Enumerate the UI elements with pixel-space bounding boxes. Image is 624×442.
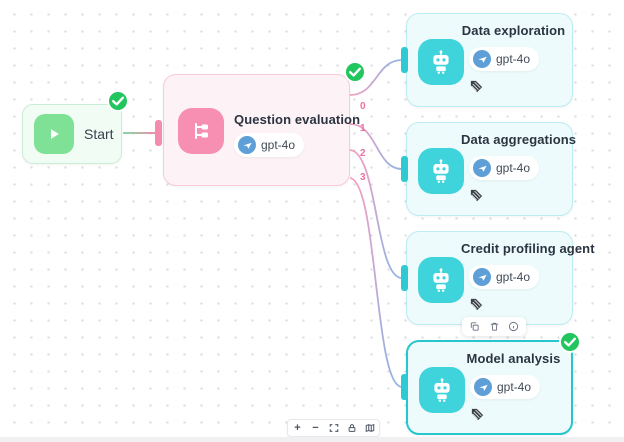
agent-node-title: Data exploration [461, 23, 566, 38]
play-icon [34, 114, 74, 154]
success-badge [106, 89, 130, 113]
minimap-button[interactable] [364, 422, 375, 434]
node-start[interactable]: Start [22, 104, 122, 164]
classifier-icon [178, 108, 224, 154]
robot-icon [418, 39, 464, 85]
fit-view-button[interactable] [328, 422, 339, 434]
agent-node-title: Model analysis [466, 351, 561, 366]
lock-button[interactable] [346, 422, 357, 434]
edge-port1-to-data-aggregations [349, 123, 403, 170]
robot-icon [418, 257, 464, 303]
tools-tag-icon[interactable] [469, 297, 485, 313]
model-name: gpt-4o [261, 138, 296, 152]
node-action-toolbar [462, 317, 526, 336]
duplicate-button[interactable] [468, 320, 481, 333]
node-model-analysis[interactable]: Model analysis gpt-4o [406, 340, 573, 435]
tools-tag-icon[interactable] [469, 79, 485, 95]
model-provider-icon [473, 159, 491, 177]
model-pill[interactable]: gpt-4o [469, 265, 540, 289]
model-name: gpt-4o [496, 52, 531, 66]
node-data-exploration[interactable]: Data exploration gpt-4o [406, 13, 573, 107]
output-port-2[interactable]: 2 [360, 148, 366, 159]
tools-tag-icon[interactable] [469, 188, 485, 204]
model-provider-icon [474, 378, 492, 396]
node-data-aggregations[interactable]: Data aggregations gpt-4o [406, 122, 577, 216]
tools-tag-icon[interactable] [470, 407, 486, 423]
model-provider-icon [473, 268, 491, 286]
node-credit-profiling-agent[interactable]: Credit profiling agent gpt-4o [406, 231, 595, 325]
model-pill[interactable]: gpt-4o [234, 133, 305, 157]
agent-node-title: Credit profiling agent [461, 241, 595, 256]
model-name: gpt-4o [497, 380, 532, 394]
agent-input-handle[interactable] [401, 374, 408, 400]
edge-port2-to-credit-profiling [349, 149, 403, 279]
agent-input-handle[interactable] [401, 156, 408, 182]
node-question-evaluation[interactable]: Question evaluation gpt-4o [163, 74, 360, 186]
model-pill[interactable]: gpt-4o [470, 375, 541, 399]
success-badge [558, 330, 582, 354]
success-badge [343, 60, 367, 84]
model-name: gpt-4o [496, 161, 531, 175]
model-name: gpt-4o [496, 270, 531, 284]
robot-icon [419, 367, 465, 413]
start-node-title: Start [84, 126, 114, 142]
router-node-title: Question evaluation [234, 112, 361, 127]
output-port-1[interactable]: 1 [360, 123, 366, 134]
zoom-in-button[interactable]: + [292, 422, 303, 434]
model-pill[interactable]: gpt-4o [469, 47, 540, 71]
canvas-controls: + − [287, 419, 380, 437]
router-input-handle[interactable] [155, 120, 162, 146]
model-pill[interactable]: gpt-4o [469, 156, 540, 180]
robot-icon [418, 148, 464, 194]
output-port-0[interactable]: 0 [360, 101, 366, 112]
agent-input-handle[interactable] [401, 265, 408, 291]
window-edge [0, 437, 624, 442]
info-button[interactable] [507, 320, 520, 333]
zoom-out-button[interactable]: − [310, 422, 321, 434]
edge-port3-to-model-analysis [349, 177, 403, 388]
agent-input-handle[interactable] [401, 47, 408, 73]
delete-button[interactable] [488, 320, 501, 333]
agent-node-title: Data aggregations [461, 132, 577, 147]
output-port-3[interactable]: 3 [360, 172, 366, 183]
model-provider-icon [473, 50, 491, 68]
model-provider-icon [238, 136, 256, 154]
